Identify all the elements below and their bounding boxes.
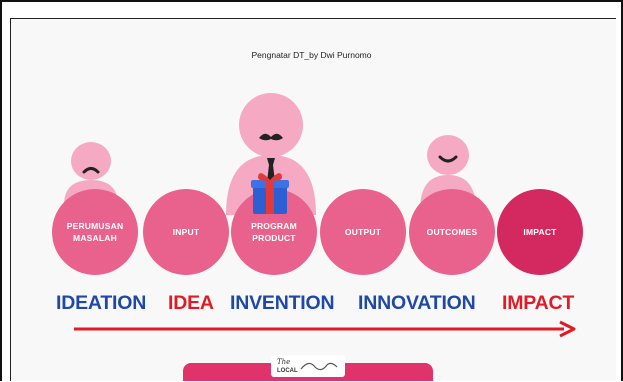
slide-caption: Pengnatar DT_by Dwi Purnomo [251, 50, 372, 60]
stage-label: OUTPUT [344, 227, 382, 237]
signature-mark [300, 362, 338, 371]
stage-label-line: PERUMUSAN [66, 221, 124, 231]
stage-words-row: IDEATION IDEA INVENTION INNOVATION IMPAC… [56, 292, 596, 316]
stage-label-line: PROGRAM [251, 221, 297, 231]
word-invention: INVENTION [230, 292, 335, 314]
local-logo-icon: The LOCAL [277, 358, 338, 374]
word-innovation: INNOVATION [358, 292, 476, 314]
footer-logo-box: The LOCAL [271, 355, 345, 377]
logo-word-local: LOCAL [277, 368, 298, 374]
inner-rule-top [10, 18, 616, 19]
stage-circle-perumusan-masalah: PERUMUSAN MASALAH [52, 189, 138, 275]
word-idea: IDEA [168, 292, 214, 314]
stage-label: IMPACT [523, 227, 557, 237]
progress-arrow-icon [74, 320, 576, 338]
stage-label-line: PRODUCT [252, 233, 296, 243]
word-impact: IMPACT [502, 292, 575, 314]
frame-border-right [621, 0, 623, 381]
inner-rule-left [10, 18, 11, 381]
stage-label: INPUT [172, 227, 200, 237]
stage-circle-input: INPUT [143, 189, 229, 275]
frame-border-top [0, 0, 623, 2]
stage-circle-outcomes: OUTCOMES [409, 189, 495, 275]
frame-border-left [0, 0, 2, 381]
gift-box-icon [251, 173, 289, 214]
word-ideation: IDEATION [56, 292, 147, 314]
stage-circle-impact: IMPACT [497, 189, 583, 275]
stage-circle-output: OUTPUT [320, 189, 406, 275]
stage-label-line: MASALAH [73, 233, 117, 243]
logo-word-the: The [277, 358, 290, 366]
stage-label: OUTCOMES [426, 227, 478, 237]
